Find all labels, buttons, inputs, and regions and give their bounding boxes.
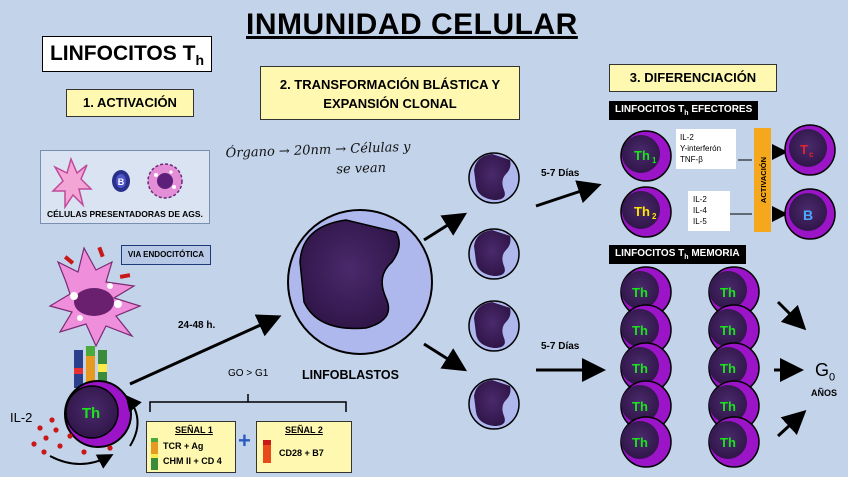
section-transformacion-line1: 2. TRANSFORMACIÓN BLÁSTICA Y [279,77,501,92]
efectores-label-main: LINFOCITOS T [615,104,685,115]
il2-dots-icon [31,417,113,455]
senal1-icon-a [151,438,158,454]
th1-cytokines-box: IL-2 Υ-interferón TNF-β [676,129,736,169]
b-cell-small-label: B [118,177,125,187]
efectores-label-sub: h [684,110,689,117]
th1-cell-icon: Th 1 [620,130,672,182]
svg-text:Th: Th [632,285,648,300]
linfoblasto-small-icons [468,152,520,430]
go-g1-label: GO > G1 [228,368,269,379]
memory-cells-right [708,266,760,468]
memory-cells-left [620,266,672,468]
dendritic-cell-icon [51,156,93,210]
activacion-bar [754,128,771,232]
apc-caption: CÉLULAS PRESENTADORAS DE AGS. [47,209,203,219]
tc-cell-icon: T c [784,124,836,176]
activacion-bar-label: ACTIVACIÓN [759,157,768,203]
linfoblastos-label: LINFOBLASTOS [302,368,399,382]
anos-label: AÑOS [811,388,838,398]
svg-text:Th: Th [632,435,648,450]
th2-label: Th [634,204,650,219]
il2-label: IL-2 [10,410,33,425]
tc-label: T [800,142,808,157]
dias-bottom-label: 5-7 Días [541,341,580,352]
arrow-to-efectores-icon [535,180,602,208]
memoria-label: LINFOCITOS Th MEMORIA [609,245,746,264]
linfoblasto-large-icon [287,209,433,355]
apc-illustration: B [51,156,183,210]
svg-text:Th: Th [632,399,648,414]
apc-dendritic-large-icon [48,246,142,348]
th1-cytokine-1: Υ-interferón [680,144,722,153]
receptor-icons [74,346,107,390]
svg-text:Th: Th [720,361,736,376]
g0-main: G [815,360,830,380]
memoria-label-rest: MEMORIA [688,248,740,259]
th2-cell-icon: Th 2 [620,186,672,238]
senal1-box: SEÑAL 1 TCR + Ag CHM II + CD 4 [146,421,236,473]
th1-cytokine-0: IL-2 [680,133,694,142]
arrow-to-linfoblasto-icon [129,314,282,386]
tc-sub: c [809,150,814,159]
th2-sub: 2 [652,212,657,221]
linfocitos-th-label: LINFOCITOS T [49,42,196,65]
section-transformacion-line2: EXPANSIÓN CLONAL [323,96,457,111]
th2-cytokines-box: IL-2 IL-4 IL-5 [688,191,730,231]
section-activacion: 1. ACTIVACIÓN [66,89,194,117]
go-g1-bracket-icon [149,394,347,412]
svg-text:Th: Th [720,285,736,300]
th2-cytokine-1: IL-4 [693,206,707,215]
th2-cytokine-0: IL-2 [693,195,707,204]
section-diferenciacion: 3. DIFERENCIACIÓN [609,64,777,92]
dias-top-label: 5-7 Días [541,168,580,179]
memoria-label-main: LINFOCITOS T [615,248,685,259]
memoria-label-sub: h [684,254,689,261]
b-cell-large-label: B [803,207,813,223]
section-transformacion: 2. TRANSFORMACIÓN BLÁSTICA Y EXPANSIÓN C… [260,66,520,120]
senal2-icon [263,440,271,463]
senal2-box: SEÑAL 2 CD28 + B7 [256,421,352,473]
efectores-label-rest: EFECTORES [688,104,753,115]
senal2-line1: CD28 + B7 [279,448,324,458]
linfocitos-th-box: LINFOCITOS Th [42,36,212,72]
senal1-title: SEÑAL 1 [175,425,213,435]
time-24-48: 24-48 h. [178,320,216,331]
b-cell-large-icon: B [784,188,836,240]
via-endocitotica-box: VIA ENDOCITÓTICA [121,245,211,265]
th1-sub: 1 [652,156,657,165]
g0-label: G0 [815,360,835,384]
senal1-icon-b [151,454,158,470]
g0-sub: 0 [829,371,836,384]
senal1-line1: TCR + Ag [163,441,204,451]
th2-cytokine-2: IL-5 [693,217,707,226]
th1-cytokine-2: TNF-β [680,155,703,164]
th1-label: Th [634,148,650,163]
efectores-label: LINFOCITOS Th EFECTORES [609,101,759,120]
svg-text:Th: Th [720,435,736,450]
svg-text:Th: Th [720,399,736,414]
th-activating-label: Th [82,405,100,422]
svg-text:Th: Th [632,323,648,338]
page-title: INMUNIDAD CELULAR [246,8,578,41]
plus-icon: + [238,428,251,453]
apc-box: B CÉLULAS PRESENTADORAS DE AGS. [40,150,210,224]
senal2-title: SEÑAL 2 [285,425,323,435]
il2-cycle-arrow-icon [49,454,114,469]
svg-text:Th: Th [632,361,648,376]
senal1-line2: CHM II + CD 4 [163,456,222,466]
svg-text:Th: Th [720,323,736,338]
linfocitos-th-sub: h [195,52,204,69]
